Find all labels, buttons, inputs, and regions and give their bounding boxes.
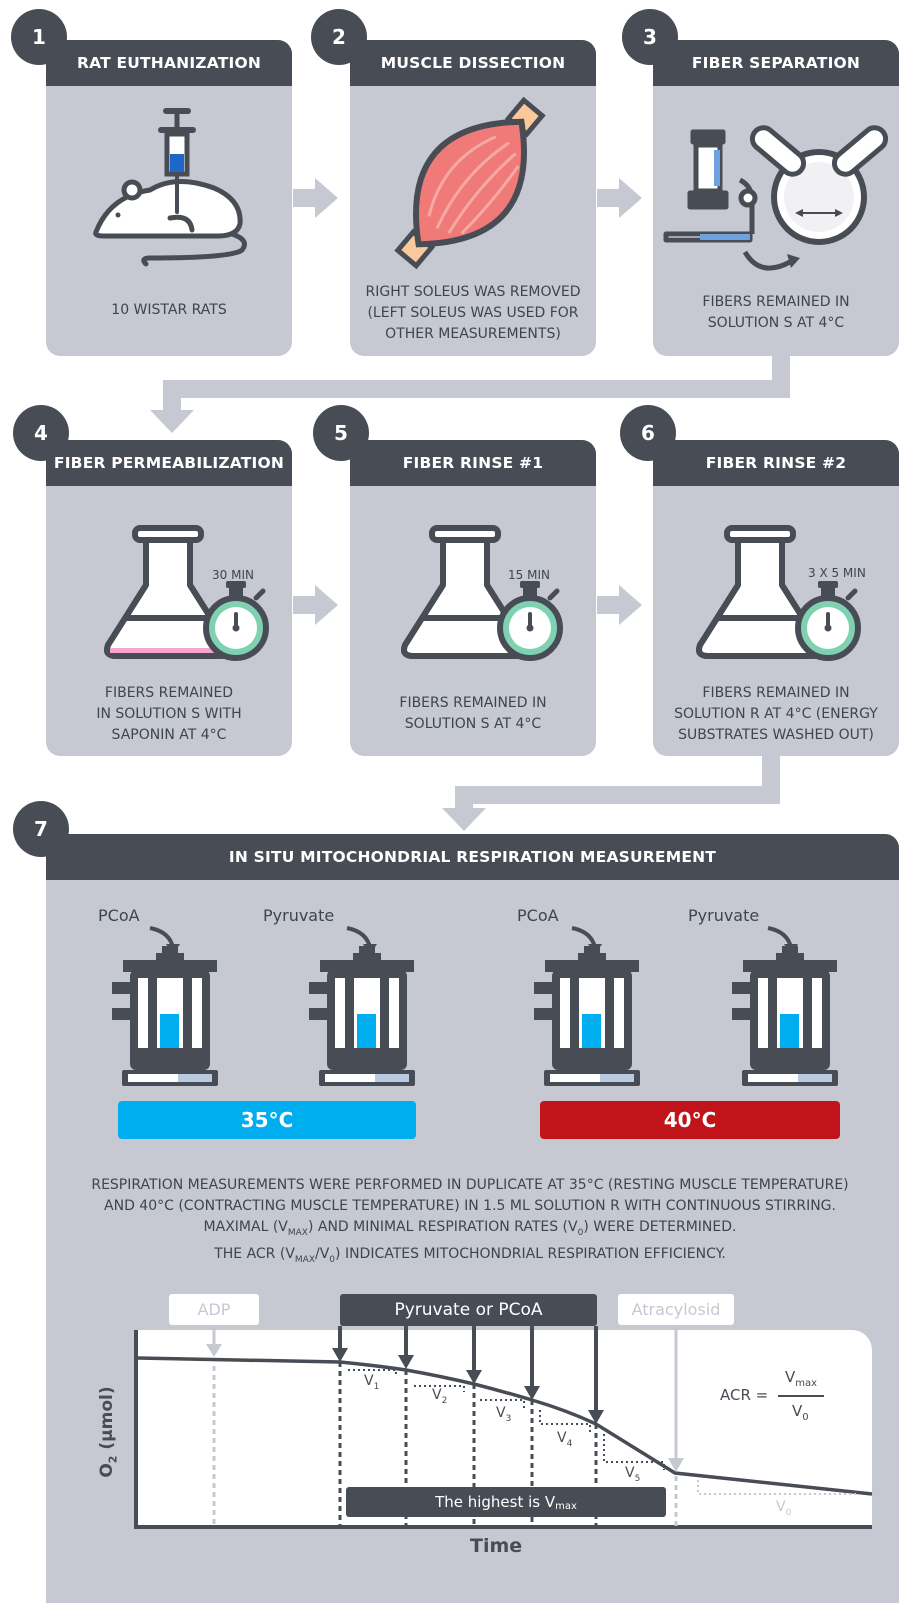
acr-denominator: V0 [792,1402,809,1423]
reagent-label-pyruvate-40: Pyruvate [688,906,760,925]
rate-label-v0: V0 [776,1499,792,1518]
step-2-description: RIGHT SOLEUS WAS REMOVED (LEFT SOLEUS WA… [365,284,581,342]
syringe-icon [158,108,196,214]
step-2-badge: 2 [311,9,367,65]
step-7-badge: 7 [13,801,69,857]
reagent-label-pyruvate-35: Pyruvate [263,906,335,925]
stopwatch-icon [500,581,560,658]
step-6-description: FIBERS REMAINED IN SOLUTION R AT 4°C (EN… [674,685,878,743]
step-4-timer-label: 30 MIN [212,568,254,582]
x-axis-label: Time [470,1535,523,1557]
step-7-title: IN SITU MITOCHONDRIAL RESPIRATION MEASUR… [46,834,899,880]
tweezers-icon [749,125,889,177]
step-3-badge: 3 [622,9,678,65]
step-5-badge: 5 [313,405,369,461]
flask-icon [107,528,229,659]
step-2-title: MUSCLE DISSECTION [350,40,596,86]
temperature-40-bar: 40°C [540,1101,840,1139]
step-1-badge: 1 [11,9,67,65]
rate-label-v4: V4 [557,1430,573,1449]
step-5-card: FIBER RINSE #1 FIBERS REMAINED IN SOLUTI… [350,440,596,756]
o2-curve [137,1356,873,1496]
oxygraph-icon [534,946,640,1086]
step-6-timer-label: 3 X 5 MIN [808,566,866,580]
step-4-title: FIBER PERMEABILIZATION [46,440,292,486]
oxygraph-icon [732,946,838,1086]
cycle-arrow-icon [742,250,792,271]
reagent-label-pcoa-40: PCoA [517,906,559,925]
step-4-badge: 4 [13,405,69,461]
rate-label-v2: V2 [432,1387,448,1406]
acr-label: ACR = [720,1386,769,1404]
step-3-title: FIBER SEPARATION [653,40,899,86]
step-6-title: FIBER RINSE #2 [653,440,899,486]
stopwatch-icon [206,581,266,658]
rate-label-v5: V5 [625,1465,641,1484]
step-7-description: RESPIRATION MEASUREMENTS WERE PERFORMED … [91,1177,849,1265]
step-3-description: FIBERS REMAINED IN SOLUTION S AT 4°C [702,294,850,331]
temperature-35-bar: 35°C [118,1101,416,1139]
step-6-badge: 6 [620,405,676,461]
step-2-card: MUSCLE DISSECTION RIGHT SOLEUS WAS REMOV… [350,40,596,356]
step-5-title: FIBER RINSE #1 [350,440,596,486]
microscope-icon [663,129,758,243]
reagent-label-pcoa-35: PCoA [98,906,140,925]
step-4-description: FIBERS REMAINED IN SOLUTION S WITH SAPON… [96,685,242,743]
reagent-arrows [149,926,793,949]
step-1-description: 10 WISTAR RATS [111,302,227,318]
rate-label-v1: V1 [364,1373,380,1392]
stopwatch-icon [798,581,858,658]
atracylosid-label: Atracylosid [618,1294,734,1325]
step-1-title: RAT EUTHANIZATION [46,40,292,86]
y-axis-label: O2 (µmol) [97,1386,120,1478]
step-5-description: FIBERS REMAINED IN SOLUTION S AT 4°C [399,695,547,732]
graph-panel [136,1330,872,1527]
acr-numerator: Vmax [785,1368,818,1389]
rate-label-v3: V3 [496,1405,512,1424]
oxygraph-icon [112,946,218,1086]
oxygraph-icon [309,946,415,1086]
rat-icon [93,178,247,267]
muscle-icon [394,96,546,270]
pyruvate-pcoa-label: Pyruvate or PCoA [340,1294,597,1326]
step-5-timer-label: 15 MIN [508,568,550,582]
adp-label: ADP [169,1294,259,1325]
